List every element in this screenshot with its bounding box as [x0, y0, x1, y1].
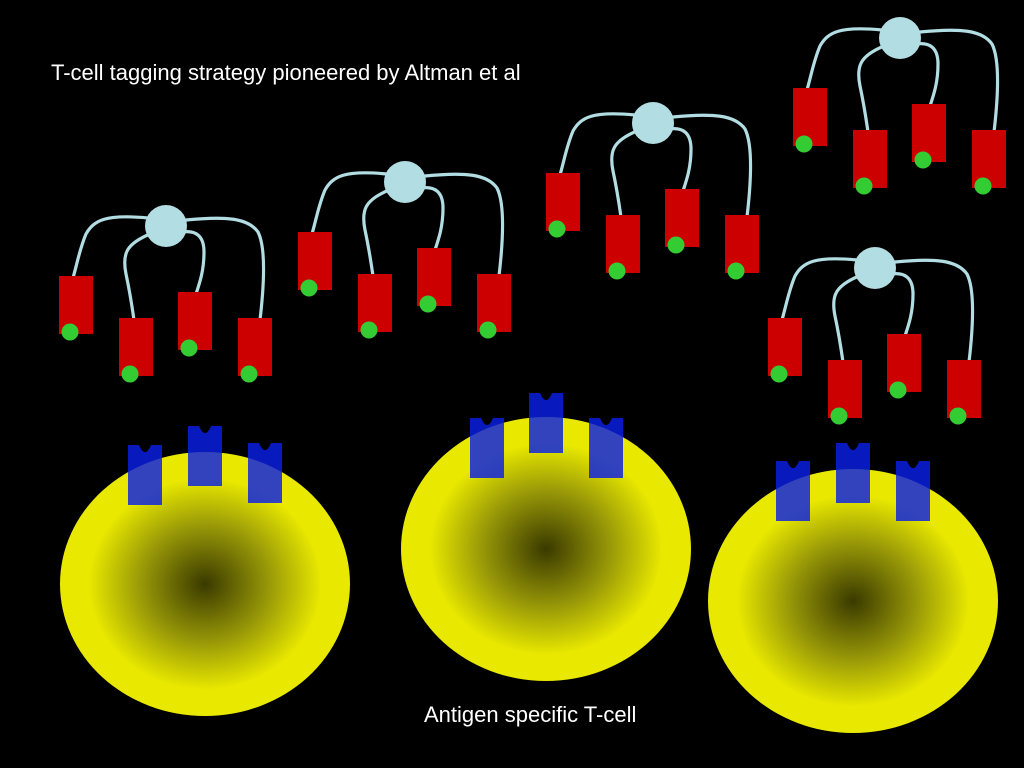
- mhc-monomer-icon: [828, 360, 862, 418]
- mhc-monomer-icon: [358, 274, 392, 332]
- linker-arm: [184, 216, 266, 322]
- t-cell-receptor-icon: [470, 418, 504, 478]
- linker-arm: [123, 232, 152, 322]
- mhc-monomer-icon: [853, 130, 887, 188]
- linker-arm: [419, 186, 445, 252]
- streptavidin-core-icon: [879, 17, 921, 59]
- linker-arm: [914, 42, 940, 108]
- linker-arm: [893, 258, 975, 364]
- fluorophore-dot-icon: [419, 295, 437, 313]
- mhc-tetramer-icon: [546, 102, 759, 280]
- linker-arm: [558, 112, 637, 177]
- t-cell-receptor-icon: [128, 445, 162, 505]
- linker-arm: [857, 44, 886, 134]
- mhc-monomer-icon: [887, 334, 921, 392]
- fluorophore-dot-icon: [855, 177, 873, 195]
- linker-arm: [780, 257, 859, 322]
- fluorophore-dot-icon: [727, 262, 745, 280]
- t-cell-icon: [708, 443, 998, 733]
- t-cell-receptor-icon: [529, 393, 563, 453]
- mhc-monomer-icon: [912, 104, 946, 162]
- streptavidin-core-icon: [632, 102, 674, 144]
- fluorophore-dot-icon: [830, 407, 848, 425]
- linker-arm: [918, 28, 1000, 134]
- t-cell-body: [401, 417, 691, 681]
- linker-arm: [423, 172, 505, 278]
- linker-arm: [362, 188, 391, 278]
- t-cell-body: [60, 452, 350, 716]
- mhc-monomer-icon: [768, 318, 802, 376]
- mhc-monomer-icon: [178, 292, 212, 350]
- linker-arm: [832, 274, 861, 364]
- t-cell-receptor-icon: [896, 461, 930, 521]
- mhc-monomer-icon: [972, 130, 1006, 188]
- linker-arm: [180, 230, 206, 296]
- mhc-monomer-icon: [298, 232, 332, 290]
- mhc-monomer-icon: [477, 274, 511, 332]
- mhc-tetramer-icon: [59, 205, 272, 383]
- linker-arm: [610, 129, 639, 219]
- fluorophore-dot-icon: [795, 135, 813, 153]
- mhc-monomer-icon: [665, 189, 699, 247]
- fluorophore-dot-icon: [300, 279, 318, 297]
- fluorophore-dot-icon: [889, 381, 907, 399]
- fluorophore-dot-icon: [770, 365, 788, 383]
- mhc-monomer-icon: [725, 215, 759, 273]
- t-cell-receptor-icon: [589, 418, 623, 478]
- mhc-monomer-icon: [59, 276, 93, 334]
- fluorophore-dot-icon: [914, 151, 932, 169]
- mhc-tetramer-icon: [298, 161, 511, 339]
- fluorophore-dot-icon: [667, 236, 685, 254]
- fluorophore-dot-icon: [360, 321, 378, 339]
- mhc-monomer-icon: [417, 248, 451, 306]
- fluorophore-dot-icon: [240, 365, 258, 383]
- t-cell-receptor-icon: [248, 443, 282, 503]
- t-cell-receptor-icon: [836, 443, 870, 503]
- mhc-monomer-icon: [793, 88, 827, 146]
- t-cell-body: [708, 469, 998, 733]
- mhc-monomer-icon: [238, 318, 272, 376]
- linker-arm: [71, 215, 150, 280]
- linker-arm: [310, 171, 389, 236]
- mhc-monomer-icon: [546, 173, 580, 231]
- t-cell-receptor-icon: [188, 426, 222, 486]
- t-cell-receptor-icon: [776, 461, 810, 521]
- mhc-tetramer-icon: [768, 247, 981, 425]
- fluorophore-dot-icon: [61, 323, 79, 341]
- streptavidin-core-icon: [384, 161, 426, 203]
- linker-arm: [667, 127, 693, 193]
- linker-arm: [889, 272, 915, 338]
- fluorophore-dot-icon: [121, 365, 139, 383]
- fluorophore-dot-icon: [608, 262, 626, 280]
- fluorophore-dot-icon: [180, 339, 198, 357]
- mhc-monomer-icon: [606, 215, 640, 273]
- mhc-monomer-icon: [947, 360, 981, 418]
- mhc-monomer-icon: [119, 318, 153, 376]
- fluorophore-dot-icon: [548, 220, 566, 238]
- linker-arm: [805, 27, 884, 92]
- fluorophore-dot-icon: [974, 177, 992, 195]
- mhc-tetramer-icon: [793, 17, 1006, 195]
- slide-title: T-cell tagging strategy pioneered by Alt…: [51, 60, 521, 85]
- streptavidin-core-icon: [854, 247, 896, 289]
- t-cell-label: Antigen specific T-cell: [424, 702, 637, 727]
- fluorophore-dot-icon: [479, 321, 497, 339]
- linker-arm: [671, 113, 753, 219]
- t-cell-icon: [401, 393, 691, 681]
- streptavidin-core-icon: [145, 205, 187, 247]
- fluorophore-dot-icon: [949, 407, 967, 425]
- t-cell-icon: [60, 426, 350, 716]
